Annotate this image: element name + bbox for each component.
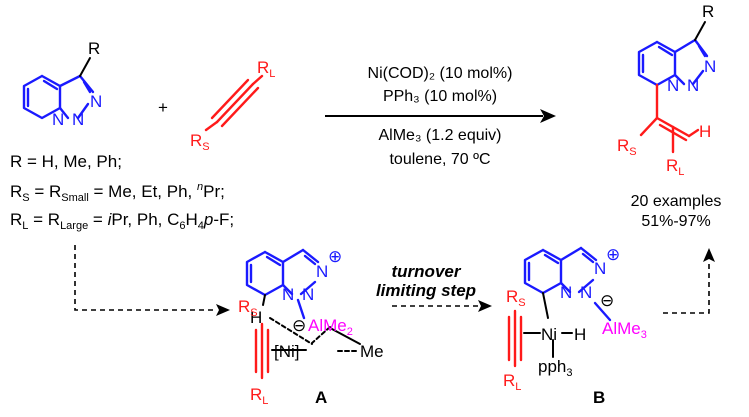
int-a-rs: RS <box>238 297 258 319</box>
int-b-n-mid: N <box>580 283 592 302</box>
int-a-minus: ⊖ <box>292 316 306 335</box>
turnover-line1: turnover <box>392 262 462 281</box>
int-b-plus: ⊕ <box>606 245 620 264</box>
plus-sign: + <box>158 98 168 117</box>
reactant-r-label: R <box>88 39 100 58</box>
int-b-label: B <box>593 388 605 407</box>
int-b-n-top: N <box>594 259 606 278</box>
product-n1: N <box>704 57 716 76</box>
def-r: R = H, Me, Ph; <box>10 152 122 171</box>
dashed-arrow-a-to-b <box>392 300 492 312</box>
int-a-plus: ⊕ <box>328 247 342 266</box>
int-b-n-left: N <box>560 283 572 302</box>
int-a-label: A <box>315 388 327 407</box>
product-rs: RS <box>617 136 637 158</box>
product-yield: 51%-97% <box>641 213 710 230</box>
product-n2: N <box>687 76 699 95</box>
int-a-me: Me <box>360 342 384 361</box>
dashed-arrow-b-to-product <box>663 248 715 314</box>
product-structure <box>637 21 709 154</box>
reactant-structure <box>22 57 95 120</box>
product-examples: 20 examples <box>631 193 722 210</box>
condition-additive: AlMe₃ (1.2 equiv) <box>378 127 501 144</box>
reactant-n3: N <box>52 110 64 129</box>
int-a-n-top: N <box>316 262 328 281</box>
int-a-rl: RL <box>250 385 268 407</box>
int-b-rs: RS <box>506 287 526 309</box>
int-b-h: H <box>574 325 586 344</box>
product-h: H <box>699 122 711 141</box>
turnover-line2: limiting step <box>376 281 476 300</box>
condition-ligand: PPh₃ (10 mol%) <box>383 88 497 105</box>
product-r-label: R <box>702 2 714 21</box>
def-rl: RL = RLarge = iPr, Ph, C6H4p-F; <box>10 210 234 232</box>
alkyne-rs: RS <box>190 131 210 153</box>
int-b-minus: ⊖ <box>600 291 614 310</box>
int-b-ni: Ni <box>541 325 557 344</box>
int-a-al: AlMe2 <box>308 316 353 338</box>
def-rs: RS = RSmall = Me, Et, Ph, nPr; <box>10 181 225 204</box>
reactant-n2: N <box>72 110 84 129</box>
condition-solvent-temp: toulene, 70 ºC <box>389 151 490 168</box>
alkyne-rl: RL <box>257 58 275 80</box>
dashed-arrow-to-a <box>74 245 230 316</box>
reactant-n1: N <box>90 92 102 111</box>
int-b-rl: RL <box>503 371 521 393</box>
int-a-h: H <box>250 308 262 327</box>
product-rl: RL <box>666 156 684 178</box>
condition-catalyst: Ni(COD)₂ (10 mol%) <box>368 65 513 82</box>
int-b-pph3: pph3 <box>538 357 573 379</box>
reaction-arrowhead <box>540 109 556 123</box>
int-b-al: AlMe3 <box>602 319 647 341</box>
int-a-n-mid: N <box>302 285 314 304</box>
intermediate-a-structure <box>245 248 361 380</box>
int-a-n-left: N <box>282 285 294 304</box>
intermediate-b-structure <box>507 246 612 368</box>
int-a-ni: [Ni] <box>274 342 300 361</box>
product-n3: N <box>667 76 679 95</box>
alkyne-structure <box>204 74 264 132</box>
